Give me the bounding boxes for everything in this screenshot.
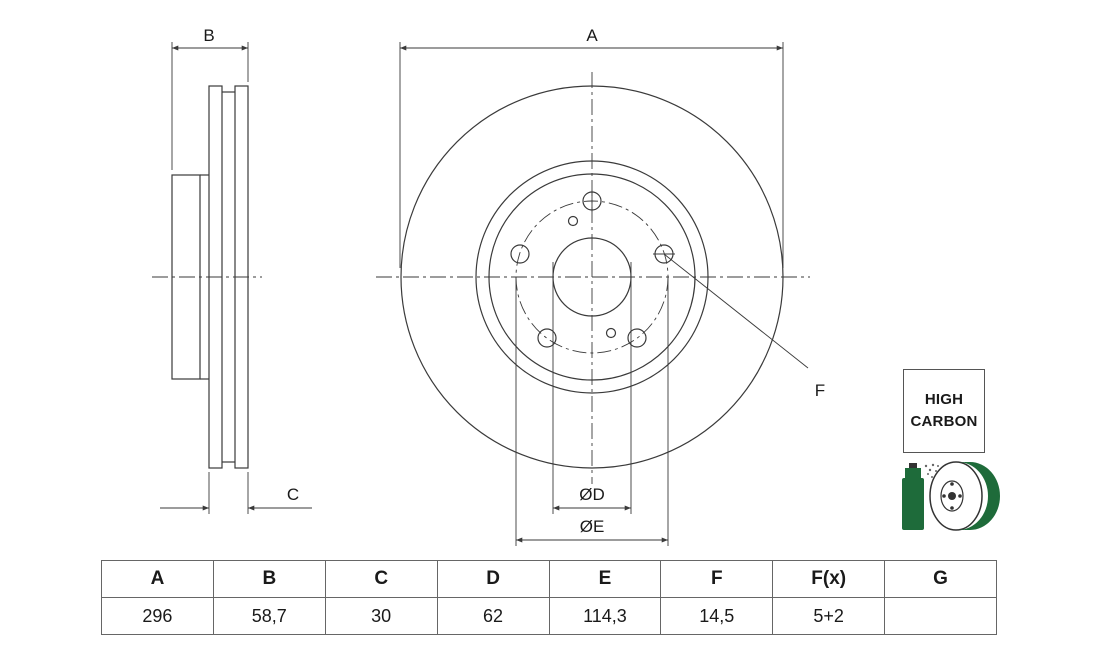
dim-label-d: ØD xyxy=(579,485,605,504)
spec-header-cell: D xyxy=(436,560,550,598)
disc-front-view xyxy=(376,42,810,546)
spec-header-cell: E xyxy=(548,560,662,598)
spec-header-cell: F(x) xyxy=(772,560,886,598)
spec-table: A B C D E F F(x) G 296 58,7 30 62 114,3 … xyxy=(101,560,997,635)
brake-disc-drawing: A B C ØD ØE F xyxy=(152,26,1000,546)
spec-value-cell: 114,3 xyxy=(548,597,662,635)
dim-label-f: F xyxy=(815,381,825,400)
spec-header-cell: B xyxy=(212,560,326,598)
dim-label-a: A xyxy=(586,26,598,45)
dim-label-e: ØE xyxy=(580,517,605,536)
dim-label-b: B xyxy=(203,26,214,45)
spec-header-cell: F xyxy=(660,560,774,598)
spec-value-cell: 30 xyxy=(324,597,438,635)
bolt-hole xyxy=(510,244,530,264)
spec-header-cell: A xyxy=(101,560,214,598)
spec-header-row: A B C D E F F(x) G xyxy=(101,560,997,598)
spec-value-cell xyxy=(884,597,997,635)
disc-side-view xyxy=(152,42,312,514)
coating-spray-icon xyxy=(902,461,1000,531)
spec-value-cell: 58,7 xyxy=(212,597,326,635)
spec-value-row: 296 58,7 30 62 114,3 14,5 5+2 xyxy=(101,597,997,635)
spec-header-cell: C xyxy=(324,560,438,598)
dim-label-c: C xyxy=(287,485,299,504)
bolt-hole xyxy=(537,328,557,348)
spec-value-cell: 5+2 xyxy=(772,597,886,635)
badge-line-2: CARBON xyxy=(910,413,978,430)
high-carbon-badge: HIGH CARBON xyxy=(903,369,985,453)
spec-header-cell: G xyxy=(884,560,997,598)
bolt-hole xyxy=(627,328,647,348)
spec-value-cell: 296 xyxy=(101,597,214,635)
spec-value-cell: 62 xyxy=(436,597,550,635)
badge-line-1: HIGH xyxy=(924,391,964,408)
spec-value-cell: 14,5 xyxy=(660,597,774,635)
